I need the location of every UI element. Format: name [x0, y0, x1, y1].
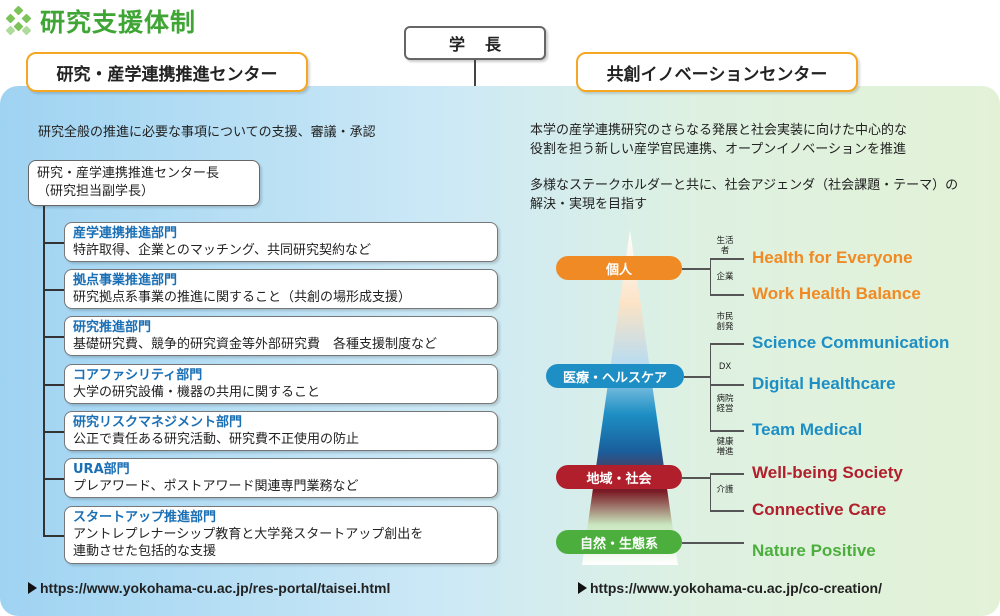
right-description-1-line1: 本学の産学連携研究のさらなる発展と社会実装に向けた中心的な	[530, 123, 908, 138]
right-description-2-line1: 多様なステークホルダーと共に、社会アジェンダ（社会課題・テーマ）の	[530, 178, 959, 193]
item-connector	[710, 294, 744, 296]
tier-bracket	[710, 473, 711, 510]
director-subtitle: （研究担当副学長）	[37, 184, 155, 199]
president-box: 学長	[404, 26, 546, 60]
left-center-header: 研究・産学連携推進センター	[26, 52, 308, 92]
page-title: 研究支援体制	[4, 4, 196, 38]
department-description: アントレプレナーシップ教育と大学発スタートアップ創出を	[73, 527, 424, 542]
tier-bracket	[710, 343, 711, 430]
president-connector	[474, 60, 476, 86]
diamond-cluster-icon	[4, 5, 34, 36]
tree-trunk	[43, 206, 45, 535]
left-url-link[interactable]: https://www.yokohama-cu.ac.jp/res-portal…	[28, 580, 390, 596]
director-title: 研究・産学連携推進センター長	[37, 166, 220, 181]
tier-connector	[684, 376, 710, 378]
tier-label: 地域・社会	[556, 465, 682, 489]
tier-connector	[682, 477, 710, 479]
department-box: 産学連携推進部門特許取得、企業とのマッチング、共同研究契約など	[64, 222, 498, 262]
department-description: プレアワード、ポストアワード関連専門業務など	[73, 479, 359, 494]
department-name: URA部門	[73, 462, 130, 477]
department-description-cont: 連動させた包括的な支援	[73, 544, 217, 559]
stakeholder-label: 企業	[716, 272, 734, 282]
right-center-header: 共創イノベーションセンター	[576, 52, 858, 92]
department-box: 研究リスクマネジメント部門公正で責任ある研究活動、研究費不正使用の防止	[64, 411, 498, 451]
department-description: 公正で責任ある研究活動、研究費不正使用の防止	[73, 432, 360, 447]
page-title-text: 研究支援体制	[40, 8, 197, 37]
agenda-keyword: Health for Everyone	[752, 248, 913, 267]
tier-bracket	[710, 258, 711, 294]
stakeholder-label: 市民 創発	[716, 312, 734, 332]
triangle-right-icon	[578, 582, 587, 594]
right-url-text[interactable]: https://www.yokohama-cu.ac.jp/co-creatio…	[590, 580, 882, 596]
department-name: スタートアップ推進部門	[73, 510, 217, 525]
right-description-2: 多様なステークホルダーと共に、社会アジェンダ（社会課題・テーマ）の 解決・実現を…	[530, 176, 958, 214]
department-description: 特許取得、企業とのマッチング、共同研究契約など	[73, 243, 371, 258]
tree-branch	[43, 431, 65, 433]
tree-branch	[43, 242, 65, 244]
right-description-1: 本学の産学連携研究のさらなる発展と社会実装に向けた中心的な 役割を担う新しい産学…	[530, 121, 907, 159]
department-box: コアファシリティ部門大学の研究設備・機器の共用に関すること	[64, 364, 498, 404]
director-box: 研究・産学連携推進センター長 （研究担当副学長）	[28, 160, 260, 206]
left-url-text[interactable]: https://www.yokohama-cu.ac.jp/res-portal…	[40, 580, 391, 596]
item-connector	[710, 343, 744, 345]
left-description: 研究全般の推進に必要な事項についての支援、審議・承認	[38, 125, 376, 140]
item-connector	[710, 430, 744, 432]
tree-branch	[43, 384, 65, 386]
agenda-keyword: Connective Care	[752, 500, 887, 519]
item-connector	[710, 258, 744, 260]
department-name: 研究推進部門	[73, 320, 152, 335]
department-name: 産学連携推進部門	[73, 226, 178, 241]
department-description: 研究拠点系事業の推進に関すること（共創の場形成支援）	[73, 290, 412, 305]
department-description: 基礎研究費、競争的研究資金等外部研究費 各種支援制度など	[73, 337, 438, 352]
tree-branch	[43, 478, 65, 480]
tier-connector	[682, 542, 744, 544]
stakeholder-label: DX	[718, 362, 732, 372]
triangle-right-icon	[28, 582, 37, 594]
agenda-keyword: Team Medical	[752, 420, 863, 439]
agenda-keyword: Well-being Society	[752, 463, 903, 482]
tree-branch	[43, 336, 65, 338]
department-name: 拠点事業推進部門	[73, 273, 178, 288]
right-url-link[interactable]: https://www.yokohama-cu.ac.jp/co-creatio…	[578, 580, 882, 596]
pyramid-shape	[582, 230, 678, 565]
stakeholder-label: 健康 増進	[716, 437, 734, 457]
agenda-keyword: Nature Positive	[752, 541, 876, 560]
agenda-keyword: Digital Healthcare	[752, 374, 896, 393]
tier-label: 個人	[556, 256, 682, 280]
tier-connector	[682, 268, 710, 270]
agenda-keyword: Science Communication	[752, 333, 950, 352]
department-name: コアファシリティ部門	[73, 368, 203, 383]
tree-branch	[43, 535, 65, 537]
stakeholder-label: 病院 経営	[716, 394, 734, 414]
department-box: 拠点事業推進部門研究拠点系事業の推進に関すること（共創の場形成支援）	[64, 269, 498, 309]
item-connector	[710, 473, 744, 475]
department-name: 研究リスクマネジメント部門	[73, 415, 243, 430]
agenda-pyramid	[582, 230, 678, 565]
department-box: URA部門プレアワード、ポストアワード関連専門業務など	[64, 458, 498, 498]
tier-label: 医療・ヘルスケア	[546, 364, 684, 388]
right-description-1-line2: 役割を担う新しい産学官民連携、オープンイノベーションを推進	[530, 142, 906, 157]
department-box: 研究推進部門基礎研究費、競争的研究資金等外部研究費 各種支援制度など	[64, 316, 498, 356]
agenda-keyword: Work Health Balance	[752, 284, 921, 303]
right-description-2-line2: 解決・実現を目指す	[530, 197, 648, 212]
tier-label: 自然・生態系	[556, 530, 682, 554]
stakeholder-label: 介護	[716, 485, 734, 495]
department-description: 大学の研究設備・機器の共用に関すること	[73, 385, 321, 400]
item-connector	[710, 510, 744, 512]
tree-branch	[43, 289, 65, 291]
item-connector	[710, 384, 744, 386]
stakeholder-label: 生活者	[716, 236, 734, 256]
department-box: スタートアップ推進部門アントレプレナーシップ教育と大学発スタートアップ創出を連動…	[64, 506, 498, 564]
